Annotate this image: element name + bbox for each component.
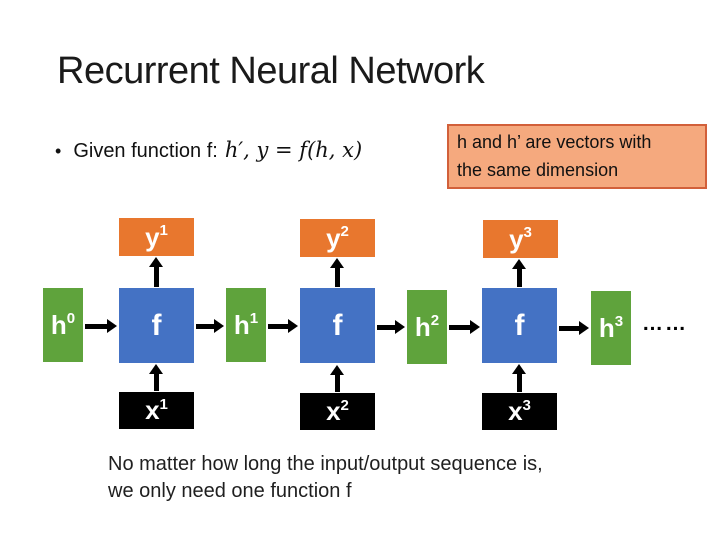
node-y1: y1	[119, 218, 194, 256]
arrow-f2-to-y2	[330, 258, 344, 287]
callout-box: h and h’ are vectors with the same dimen…	[447, 124, 707, 189]
node-x1: x1	[119, 392, 194, 429]
bullet-text: Given function f:	[73, 140, 218, 162]
node-h2: h2	[407, 290, 447, 364]
arrow-h2-to-f3	[449, 320, 480, 334]
arrow-x1-to-f1	[149, 364, 163, 391]
arrow-x2-to-f2	[330, 365, 344, 392]
arrow-h1-to-f2	[268, 319, 298, 333]
node-h3: h3	[591, 291, 631, 365]
caption-line-2: we only need one function f	[108, 480, 352, 502]
arrow-x3-to-f3	[512, 364, 526, 392]
arrow-f3-to-h3	[559, 321, 589, 335]
arrow-f3-to-y3	[512, 259, 526, 287]
bullet-line: • Given function f: h′, y = f(h, x)	[55, 138, 362, 163]
node-y2: y2	[300, 219, 375, 257]
arrow-f1-to-h1	[196, 319, 224, 333]
node-x3: x3	[482, 393, 557, 430]
continuation-ellipsis: ……	[642, 312, 688, 335]
arrow-h0-to-f1	[85, 319, 117, 333]
arrow-f1-to-y1	[149, 257, 163, 287]
bullet-marker: •	[55, 141, 62, 161]
node-f2: f	[300, 288, 375, 363]
bottom-caption: No matter how long the input/output sequ…	[108, 451, 543, 505]
page-title: Recurrent Neural Network	[57, 50, 485, 92]
node-x2: x2	[300, 393, 375, 430]
node-y3: y3	[483, 220, 558, 258]
node-h0: h0	[43, 288, 83, 362]
formula: h′, y = f(h, x)	[224, 138, 363, 162]
node-h1: h1	[226, 288, 266, 362]
callout-line-2: the same dimension	[457, 160, 619, 180]
caption-line-1: No matter how long the input/output sequ…	[108, 453, 543, 475]
callout-line-1: h and h’ are vectors with	[457, 132, 652, 152]
arrow-f2-to-h2	[377, 320, 405, 334]
node-f3: f	[482, 288, 557, 363]
node-f1: f	[119, 288, 194, 363]
